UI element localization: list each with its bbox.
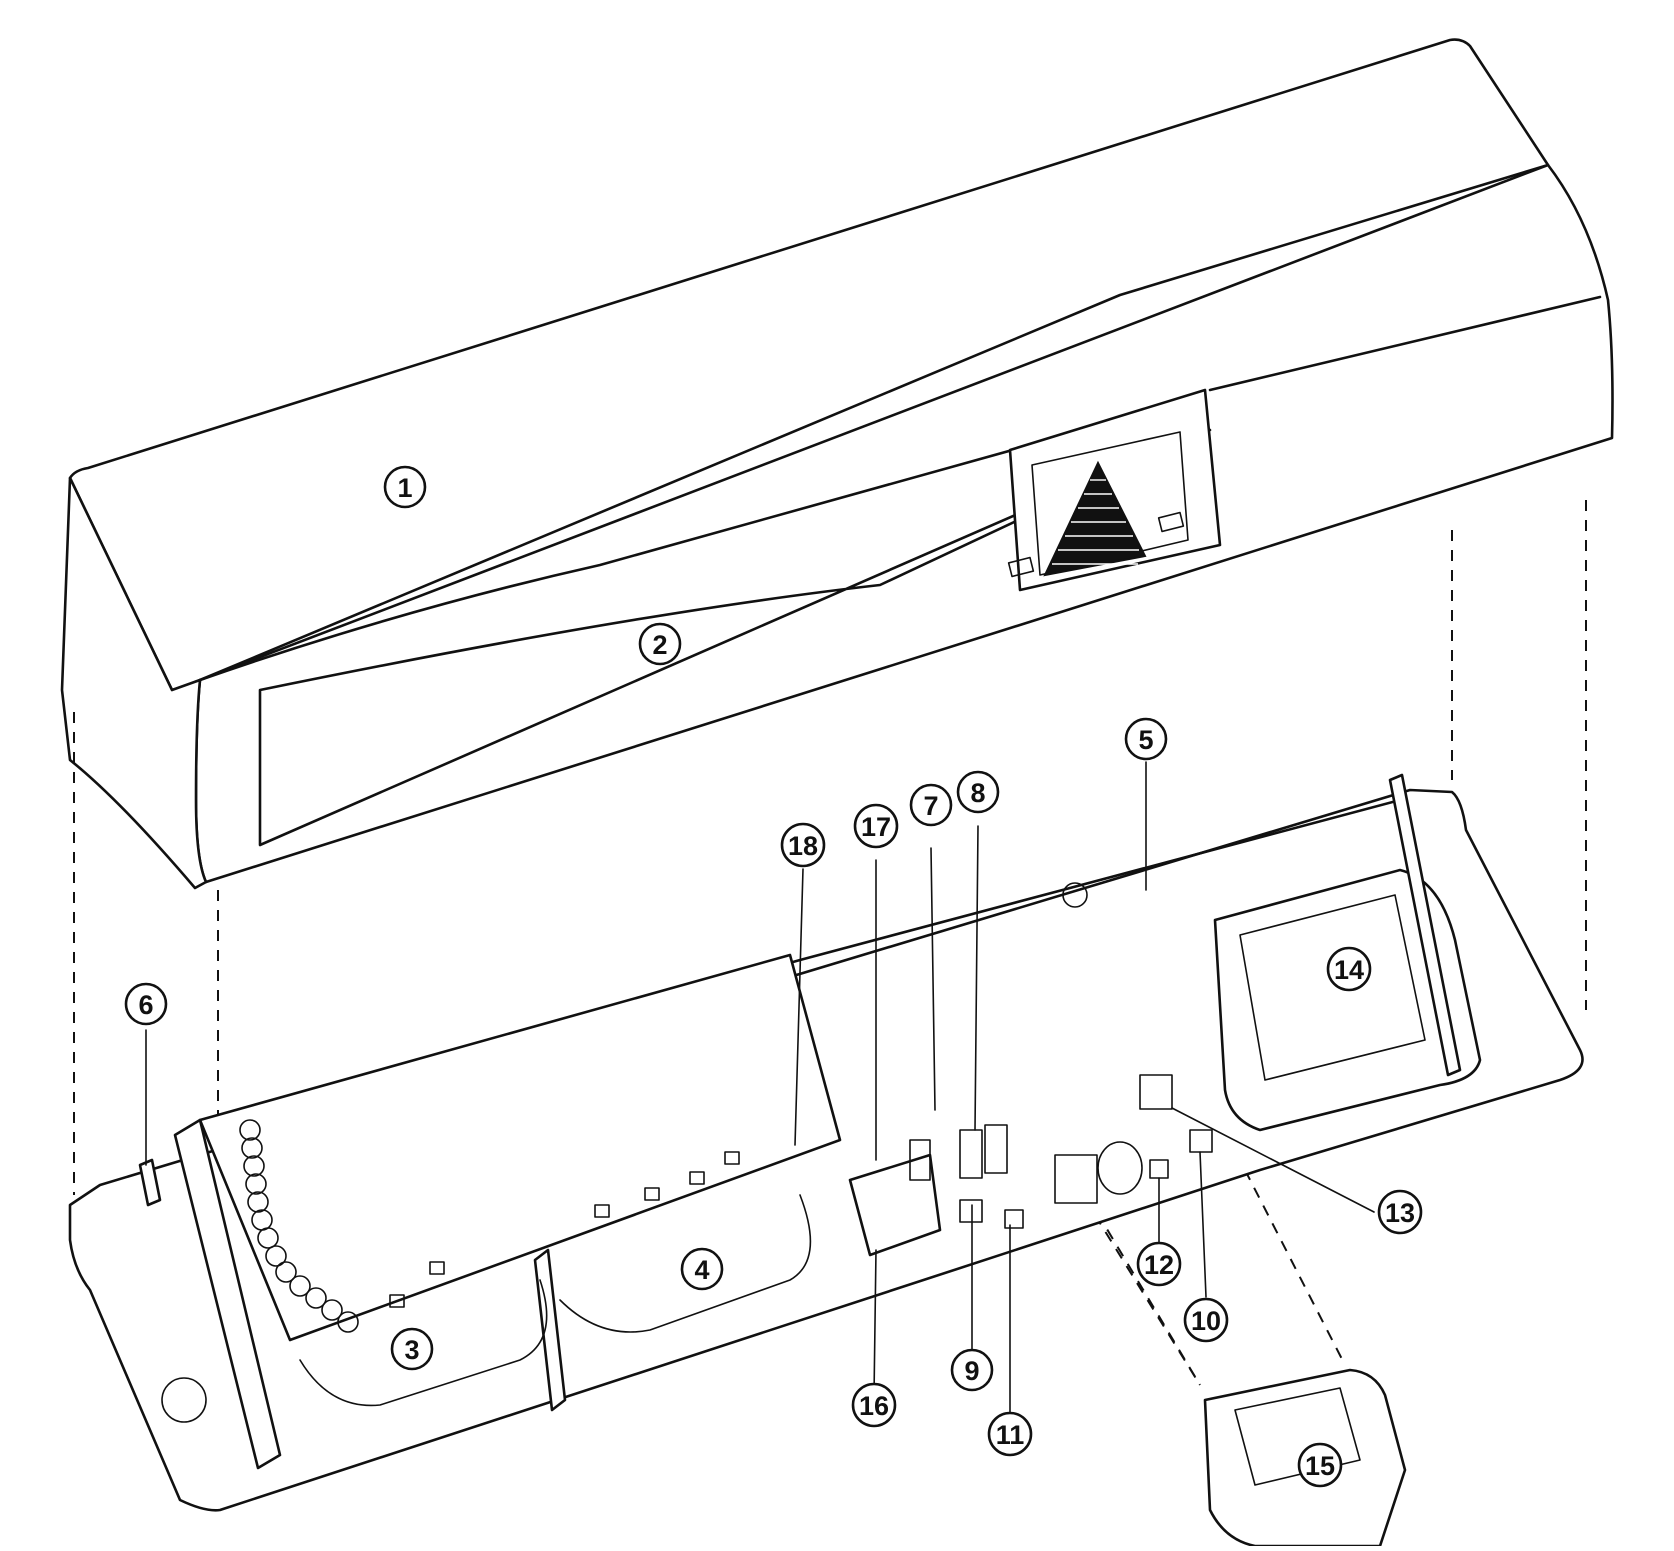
buzzer-component: [1054, 1154, 1098, 1204]
callout-circle-4: [680, 1247, 724, 1291]
battery-deck: [198, 953, 842, 1342]
callout-circle-1: [383, 465, 427, 509]
badge-slot-left: [1007, 556, 1035, 578]
battery-clip-housing: [1213, 868, 1482, 1132]
dip-switch-13: [1139, 1074, 1173, 1110]
callout-label-15: 15: [1305, 1451, 1335, 1481]
callout-circle-16: [851, 1382, 897, 1428]
callout-label-12: 12: [1144, 1250, 1174, 1280]
callout-label-4: 4: [694, 1255, 709, 1285]
callout-circle-6: [124, 982, 168, 1026]
callout-label-14: 14: [1334, 955, 1364, 985]
callout-circle-2: [638, 622, 682, 666]
callout-circle-8: [956, 770, 1000, 814]
connector-10: [1189, 1129, 1213, 1153]
connector-8: [984, 1124, 1008, 1174]
cover-front-window: [258, 428, 1212, 847]
connector-7: [959, 1129, 983, 1179]
callout-label-8: 8: [970, 778, 985, 808]
badge-slot-right: [1157, 511, 1185, 533]
triangle-logo-stripes: [1052, 479, 1139, 565]
cover-badge-inner: [1031, 431, 1189, 576]
callout-label-9: 9: [964, 1356, 979, 1386]
leader-lines: [145, 761, 1375, 1423]
cover-assembly: [60, 38, 1614, 890]
battery-clip-inner: [1239, 894, 1426, 1081]
callout-7: 7: [909, 783, 953, 827]
battery-4-body: [559, 1194, 812, 1333]
callout-circle-13: [1377, 1189, 1423, 1235]
callout-label-7: 7: [923, 791, 938, 821]
callout-circle-7: [909, 783, 953, 827]
callout-label-1: 1: [397, 473, 412, 503]
connector-9: [959, 1199, 983, 1223]
callout-circle-12: [1136, 1241, 1182, 1287]
left-partition-wall: [173, 1118, 282, 1470]
callout-18: 18: [780, 822, 826, 868]
left-latch-6: [138, 1158, 162, 1207]
callout-5: 5: [1124, 717, 1168, 761]
callout-10: 10: [1183, 1297, 1229, 1343]
callout-circle-9: [950, 1348, 994, 1392]
mounting-keyhole: [161, 1377, 207, 1423]
callout-circle-3: [390, 1327, 434, 1371]
battery-3-body: [299, 1279, 548, 1407]
callout-circle-11: [987, 1411, 1033, 1457]
battery-cap-opening: [1234, 1387, 1361, 1486]
callout-label-5: 5: [1138, 725, 1153, 755]
cover-left-end: [60, 476, 208, 890]
warning-triangle-logo: [1043, 460, 1147, 577]
deck-square-markers: [389, 1151, 740, 1308]
callout-circle-17: [853, 803, 899, 849]
callout-12: 12: [1136, 1241, 1182, 1287]
callout-15: 15: [1297, 1442, 1343, 1488]
callout-circle-15: [1297, 1442, 1343, 1488]
base-assembly: [68, 773, 1584, 1512]
callout-label-18: 18: [788, 831, 818, 861]
callout-label-11: 11: [996, 1420, 1025, 1450]
callout-6: 6: [124, 982, 168, 1026]
callout-label-10: 10: [1191, 1306, 1221, 1336]
callout-9: 9: [950, 1348, 994, 1392]
callout-label-16: 16: [859, 1391, 889, 1421]
connector-17: [909, 1139, 931, 1181]
callout-circle-5: [1124, 717, 1168, 761]
callout-label-6: 6: [138, 990, 153, 1020]
cover-ridge-line-right: [1208, 295, 1602, 392]
callout-11: 11: [987, 1411, 1033, 1457]
callout-4: 4: [680, 1247, 724, 1291]
callout-8: 8: [956, 770, 1000, 814]
callout-circle-14: [1326, 946, 1372, 992]
base-plate: [68, 788, 1584, 1512]
callout-label-3: 3: [404, 1335, 419, 1365]
callout-16: 16: [851, 1382, 897, 1428]
callout-circle-18: [780, 822, 826, 868]
screw-5: [1062, 882, 1088, 908]
callout-14: 14: [1326, 946, 1372, 992]
cover-ridge-line: [198, 418, 1122, 682]
callout-13: 13: [1377, 1189, 1423, 1235]
callout-17: 17: [853, 803, 899, 849]
callout-2: 2: [638, 622, 682, 666]
callout-3: 3: [390, 1327, 434, 1371]
right-upright-post: [1388, 773, 1462, 1077]
capacitor-component: [1097, 1141, 1143, 1195]
callout-circle-10: [1183, 1297, 1229, 1343]
callout-1: 1: [383, 465, 427, 509]
led-indicator-column: [239, 1119, 359, 1333]
callout-label-17: 17: [861, 812, 891, 842]
connector-11: [1004, 1209, 1024, 1229]
callout-label-13: 13: [1385, 1198, 1415, 1228]
callout-label-2: 2: [652, 630, 667, 660]
